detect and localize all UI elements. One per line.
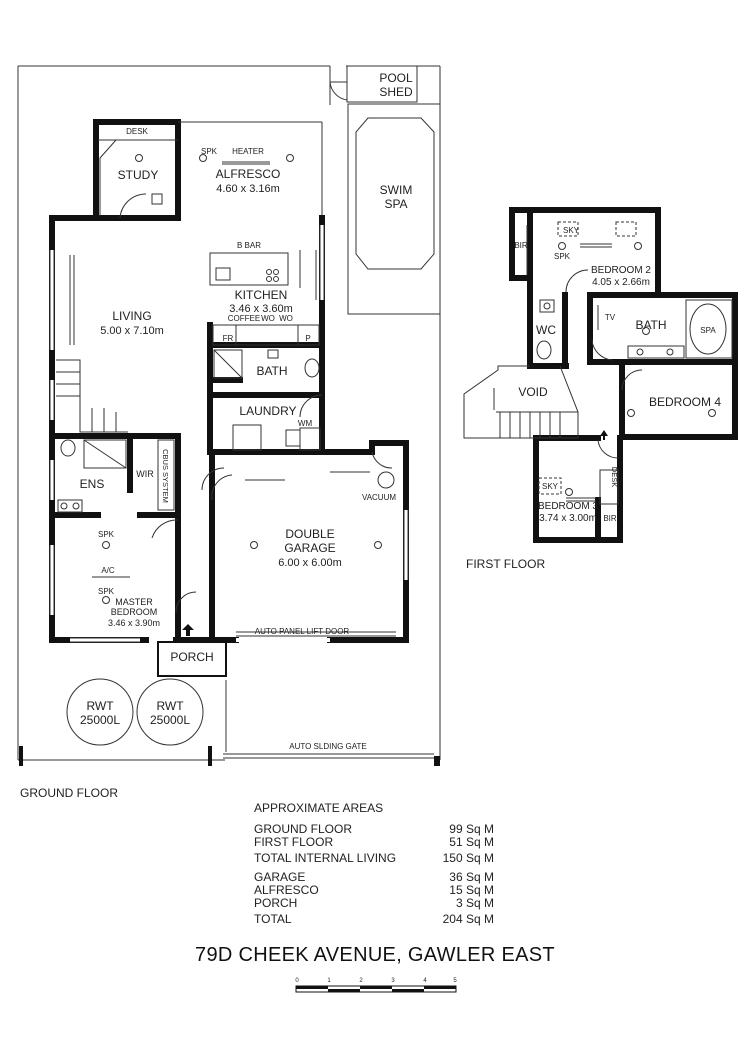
vacuum-label: VACUUM	[362, 493, 396, 502]
wir-label: WIR	[136, 469, 154, 479]
rwt-1-capacity: 25000L	[80, 713, 120, 727]
bedroom2-bir-label: BIR	[514, 241, 528, 250]
scale-tick-4: 4	[423, 978, 427, 984]
kitchen-dimensions: 3.46 x 3.60m	[229, 303, 293, 315]
garage-dimensions: 6.00 x 6.00m	[278, 557, 342, 569]
master-bedroom-dimensions: 3.46 x 3.90m	[108, 618, 160, 628]
bedroom2-sky-label: SKY	[563, 226, 580, 235]
pantry-label: P	[305, 334, 310, 343]
pool-area	[329, 65, 441, 315]
alfresco-dimensions: 4.60 x 3.16m	[216, 183, 280, 195]
pool-shed-label-2: SHED	[379, 85, 413, 99]
ensuite-label: ENS	[80, 477, 105, 491]
rwt-1-label: RWT	[86, 699, 114, 713]
washing-machine-label: WM	[298, 419, 313, 428]
bedroom2-label: BEDROOM 2	[591, 265, 651, 276]
void-label: VOID	[518, 385, 548, 399]
master-spk-label-1: SPK	[98, 530, 115, 539]
porch-label: PORCH	[170, 650, 213, 664]
alfresco-label: ALFRESCO	[216, 167, 281, 181]
scale-tick-5: 5	[453, 978, 457, 984]
scale-bar	[295, 985, 457, 993]
garage-label-2: GARAGE	[284, 541, 335, 555]
coffee-label: COFFEE	[228, 314, 260, 323]
study-label: STUDY	[118, 168, 159, 182]
laundry-label: LAUNDRY	[239, 404, 296, 418]
bedroom3-bir-label: BIR	[603, 514, 617, 523]
living-dimensions: 5.00 x 7.10m	[100, 325, 164, 337]
ground-bath-label: BATH	[256, 364, 287, 378]
pool-shed-label: POOL	[379, 71, 413, 85]
heater-label: HEATER	[232, 147, 264, 156]
first-bath-spa-label: SPA	[700, 326, 716, 335]
wc-label: WC	[536, 323, 556, 337]
garage-label: DOUBLE	[285, 527, 334, 541]
kitchen-label: KITCHEN	[235, 288, 288, 302]
alfresco-spk-label: SPK	[201, 147, 218, 156]
wall-oven-label-2: WO	[279, 314, 293, 323]
ground-floor-fixtures	[56, 139, 395, 746]
scale-tick-3: 3	[391, 978, 395, 984]
first-bath-tv-label: TV	[605, 313, 616, 322]
first-floor-caption: FIRST FLOOR	[466, 557, 546, 571]
swim-spa-label-2: SPA	[384, 197, 407, 211]
fridge-label: FR	[223, 334, 234, 343]
desk-label: DESK	[126, 127, 148, 136]
areas-heading: APPROXIMATE AREAS	[254, 801, 384, 815]
bedroom3-sky-label: SKY	[542, 482, 559, 491]
rwt-2-label: RWT	[156, 699, 184, 713]
bedroom2-dimensions: 4.05 x 2.66m	[592, 277, 650, 288]
wall-oven-label-1: WO	[261, 314, 275, 323]
master-spk-label-2: SPK	[98, 587, 115, 596]
rwt-2-capacity: 25000L	[150, 713, 190, 727]
scale-tick-0: 0	[295, 978, 299, 984]
bedroom3-label: BEDROOM 3	[538, 501, 598, 512]
master-bedroom-label: MASTER	[115, 597, 153, 607]
sliding-gate-label: AUTO SLDING GATE	[289, 742, 367, 751]
bedroom3-desk-label: DESK	[610, 467, 619, 487]
master-ac-label: A/C	[101, 566, 115, 575]
ground-floor-windows	[49, 225, 409, 643]
living-label: LIVING	[112, 309, 151, 323]
first-floor-fixtures	[463, 221, 733, 505]
garage-door-label: AUTO PANEL LIFT DOOR	[255, 627, 350, 636]
property-address: 79D CHEEK AVENUE, GAWLER EAST	[195, 944, 555, 966]
bedroom3-dimensions: 3.74 x 3.00m	[539, 513, 597, 524]
bedroom2-spk-label: SPK	[554, 252, 571, 261]
cbus-system-label: CBUS SYSTEM	[161, 449, 170, 503]
master-bedroom-label-2: BEDROOM	[111, 607, 158, 617]
swim-spa-label: SWIM	[380, 183, 413, 197]
bedroom4-label: BEDROOM 4	[649, 395, 721, 409]
first-bath-label: BATH	[635, 318, 666, 332]
breakfast-bar-label: B BAR	[237, 241, 261, 250]
scale-tick-2: 2	[359, 978, 363, 984]
scale-tick-1: 1	[327, 978, 331, 984]
ground-floor-caption: GROUND FLOOR	[20, 786, 119, 800]
